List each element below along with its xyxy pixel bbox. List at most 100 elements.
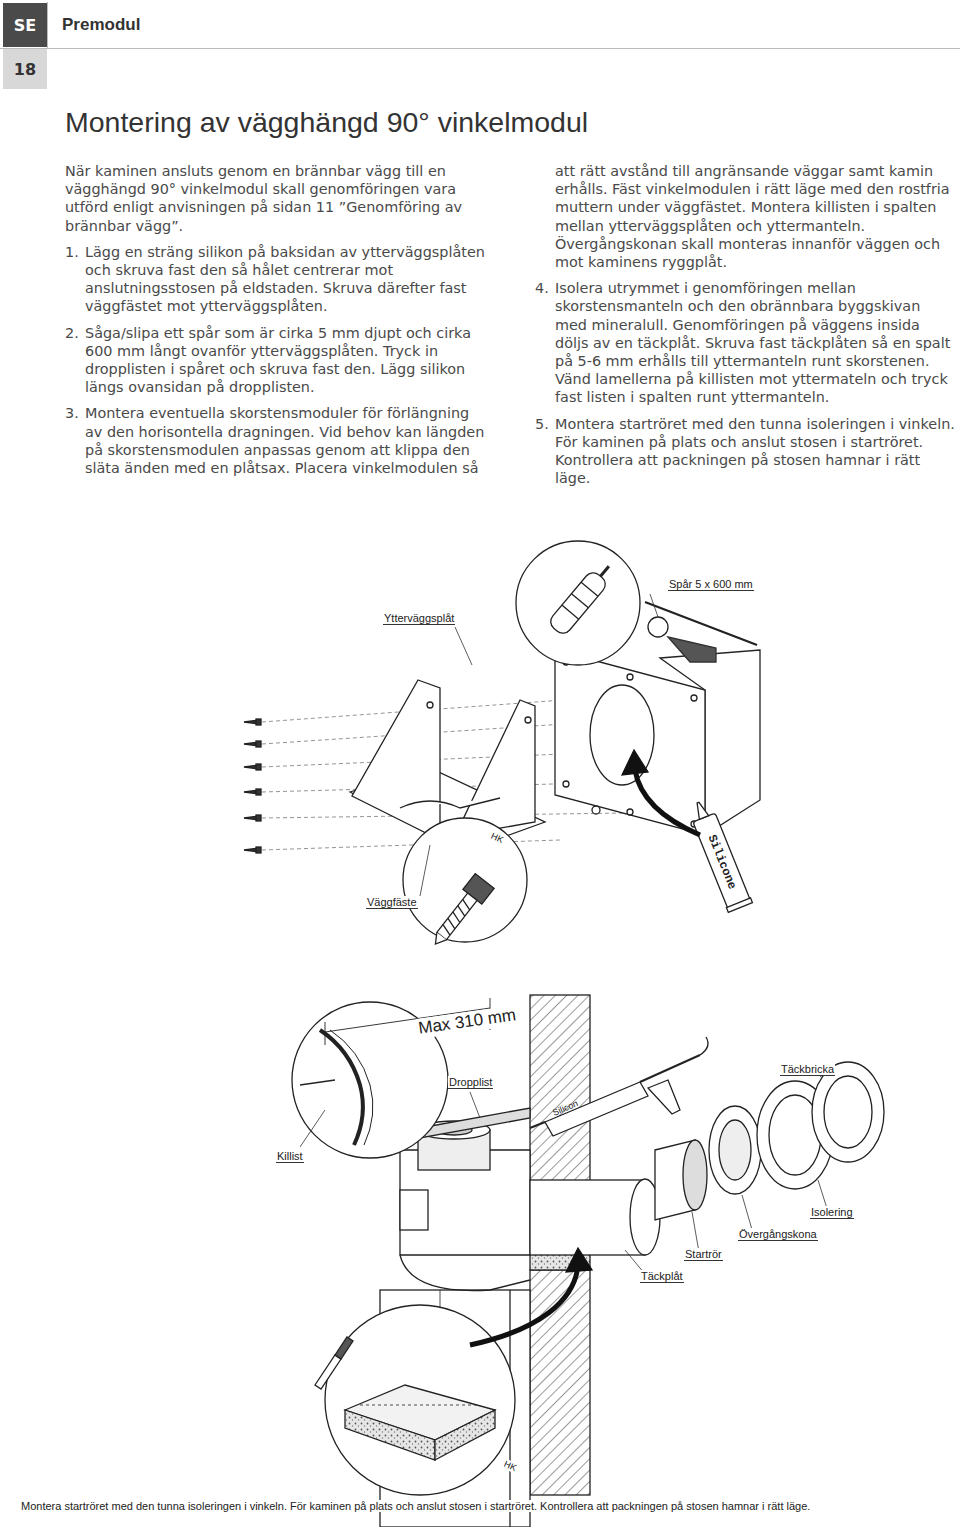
top-figure-part xyxy=(686,798,752,913)
top-figure-part-part xyxy=(455,700,535,836)
node-text: 18 xyxy=(14,60,36,79)
part-label: Spår 5 x 600 mm xyxy=(668,578,754,591)
top-figure-part-part xyxy=(400,798,500,808)
top-figure-part xyxy=(244,719,261,853)
top-figure-part-part xyxy=(256,789,261,795)
page-title: Montering av vägghängd 90° vinkelmodul xyxy=(65,106,588,139)
bottom-figure xyxy=(292,995,884,1527)
part-label: Dropplist xyxy=(448,1076,493,1089)
bottom-figure-part xyxy=(640,1055,700,1082)
top-figure-part-part xyxy=(600,566,608,576)
bottom-figure-part xyxy=(648,1080,680,1114)
part-label: Montera startröret med den tunna isoleri… xyxy=(20,1500,811,1512)
top-figure-part-part xyxy=(562,605,579,619)
bottom-figure-part xyxy=(683,1140,707,1210)
bottom-figure-part xyxy=(530,1122,545,1128)
part-label: Väggfäste xyxy=(366,896,418,909)
top-figure-part-part xyxy=(581,582,598,596)
top-figure-part-part xyxy=(572,594,589,608)
bottom-figure-part xyxy=(315,1355,341,1389)
top-figure-part-part xyxy=(627,674,633,680)
step-number: 3. xyxy=(65,404,85,422)
top-figure-part xyxy=(668,637,716,662)
top-figure-part xyxy=(555,650,705,835)
top-figure-part xyxy=(420,594,658,896)
language-badge: SE xyxy=(3,3,47,47)
bottom-figure-part xyxy=(530,1180,645,1255)
instruction-step: 4.Isolera utrymmet i genomföringen mella… xyxy=(535,279,955,406)
top-figure-part-part xyxy=(437,893,477,940)
intro-paragraph: När kaminen ansluts genom en brännbar vä… xyxy=(65,162,485,235)
bottom-figure-part xyxy=(335,1337,353,1359)
top-figure-part-part xyxy=(427,702,433,708)
step-number: 2. xyxy=(65,324,85,342)
top-figure-part xyxy=(648,617,668,637)
step-number: 4. xyxy=(535,279,555,297)
part-label: Täckplåt xyxy=(640,1270,684,1283)
part-label: Startrör xyxy=(684,1248,723,1261)
step-text: Lägg en sträng silikon på baksidan av yt… xyxy=(85,244,485,315)
top-figure-part-part xyxy=(650,594,658,617)
top-figure-part xyxy=(563,659,697,827)
top-figure-part-part xyxy=(256,741,261,747)
bottom-figure-part xyxy=(345,1410,435,1460)
bottom-figure-part xyxy=(812,1062,884,1162)
top-figure-part-part xyxy=(525,717,531,723)
top-figure-part xyxy=(592,806,600,814)
step-number: 1. xyxy=(65,243,85,261)
top-figure-part xyxy=(622,750,648,775)
bottom-figure-part xyxy=(325,1305,515,1495)
bottom-figure-part xyxy=(320,1030,363,1145)
instruction-step: 5.Montera startröret med den tunna isole… xyxy=(535,415,955,488)
part-label: Ytterväggsplåt xyxy=(383,612,455,625)
top-figure-part xyxy=(516,541,640,665)
top-figure-part-part xyxy=(256,847,261,853)
bottom-figure-part xyxy=(400,1190,428,1230)
section-header: Premodul xyxy=(62,15,140,35)
page-number-box: 18 xyxy=(3,49,47,89)
top-figure-part xyxy=(426,874,494,952)
bottom-figure-part xyxy=(400,1255,530,1291)
top-figure-part xyxy=(403,818,527,942)
top-figure-part-part xyxy=(256,719,261,725)
top-figure-part-part xyxy=(547,569,609,637)
bottom-figure-part xyxy=(330,1030,373,1145)
top-figure-part-part xyxy=(431,932,447,947)
bottom-figure-part xyxy=(719,1120,751,1180)
top-figure-part-part xyxy=(352,680,440,840)
top-figure-part-part xyxy=(693,813,751,911)
top-figure-part-part xyxy=(256,764,261,770)
top-figure-part xyxy=(645,602,757,645)
bottom-figure-part xyxy=(566,1248,592,1272)
bottom-figure-part xyxy=(470,1265,578,1345)
dimension-label: Max 310 mm xyxy=(416,1005,518,1039)
bottom-figure-part xyxy=(435,1410,495,1460)
step-text: Isolera utrymmet i genomföringen mellan … xyxy=(555,280,950,405)
bottom-figure-part-part xyxy=(470,1092,480,1118)
top-figure-part-part xyxy=(726,898,752,912)
header xyxy=(0,2,960,49)
header-part xyxy=(0,48,960,49)
header-part xyxy=(47,2,48,48)
top-figure-part-part xyxy=(693,801,708,820)
top-figure-part-part xyxy=(256,815,261,821)
bottom-figure-part xyxy=(300,1080,335,1085)
step-text: Såga/slipa ett spår som är cirka 5 mm dj… xyxy=(85,325,471,396)
top-figure-part xyxy=(687,598,688,602)
bottom-figure-part-part xyxy=(300,1110,325,1147)
part-label: Isolering xyxy=(810,1206,854,1219)
bottom-figure-part xyxy=(700,1037,708,1055)
bottom-figure-part xyxy=(325,1022,326,1045)
bottom-figure-part xyxy=(824,1076,872,1148)
step-number: 5. xyxy=(535,415,555,433)
instruction-step: 2.Såga/slipa ett spår som är cirka 5 mm … xyxy=(65,324,485,397)
bottom-figure-part xyxy=(360,1405,480,1406)
step-text: Montera startröret med den tunna isoleri… xyxy=(555,416,955,487)
part-label: Killist xyxy=(276,1150,304,1163)
part-label: Övergångskona xyxy=(738,1228,818,1241)
bottom-figure-part xyxy=(545,1082,648,1136)
instruction-step: 1.Lägg en sträng silikon på baksidan av … xyxy=(65,243,485,316)
top-figure-part-part xyxy=(455,627,472,665)
top-figure-part-part xyxy=(691,695,697,701)
top-figure-part xyxy=(635,770,700,835)
